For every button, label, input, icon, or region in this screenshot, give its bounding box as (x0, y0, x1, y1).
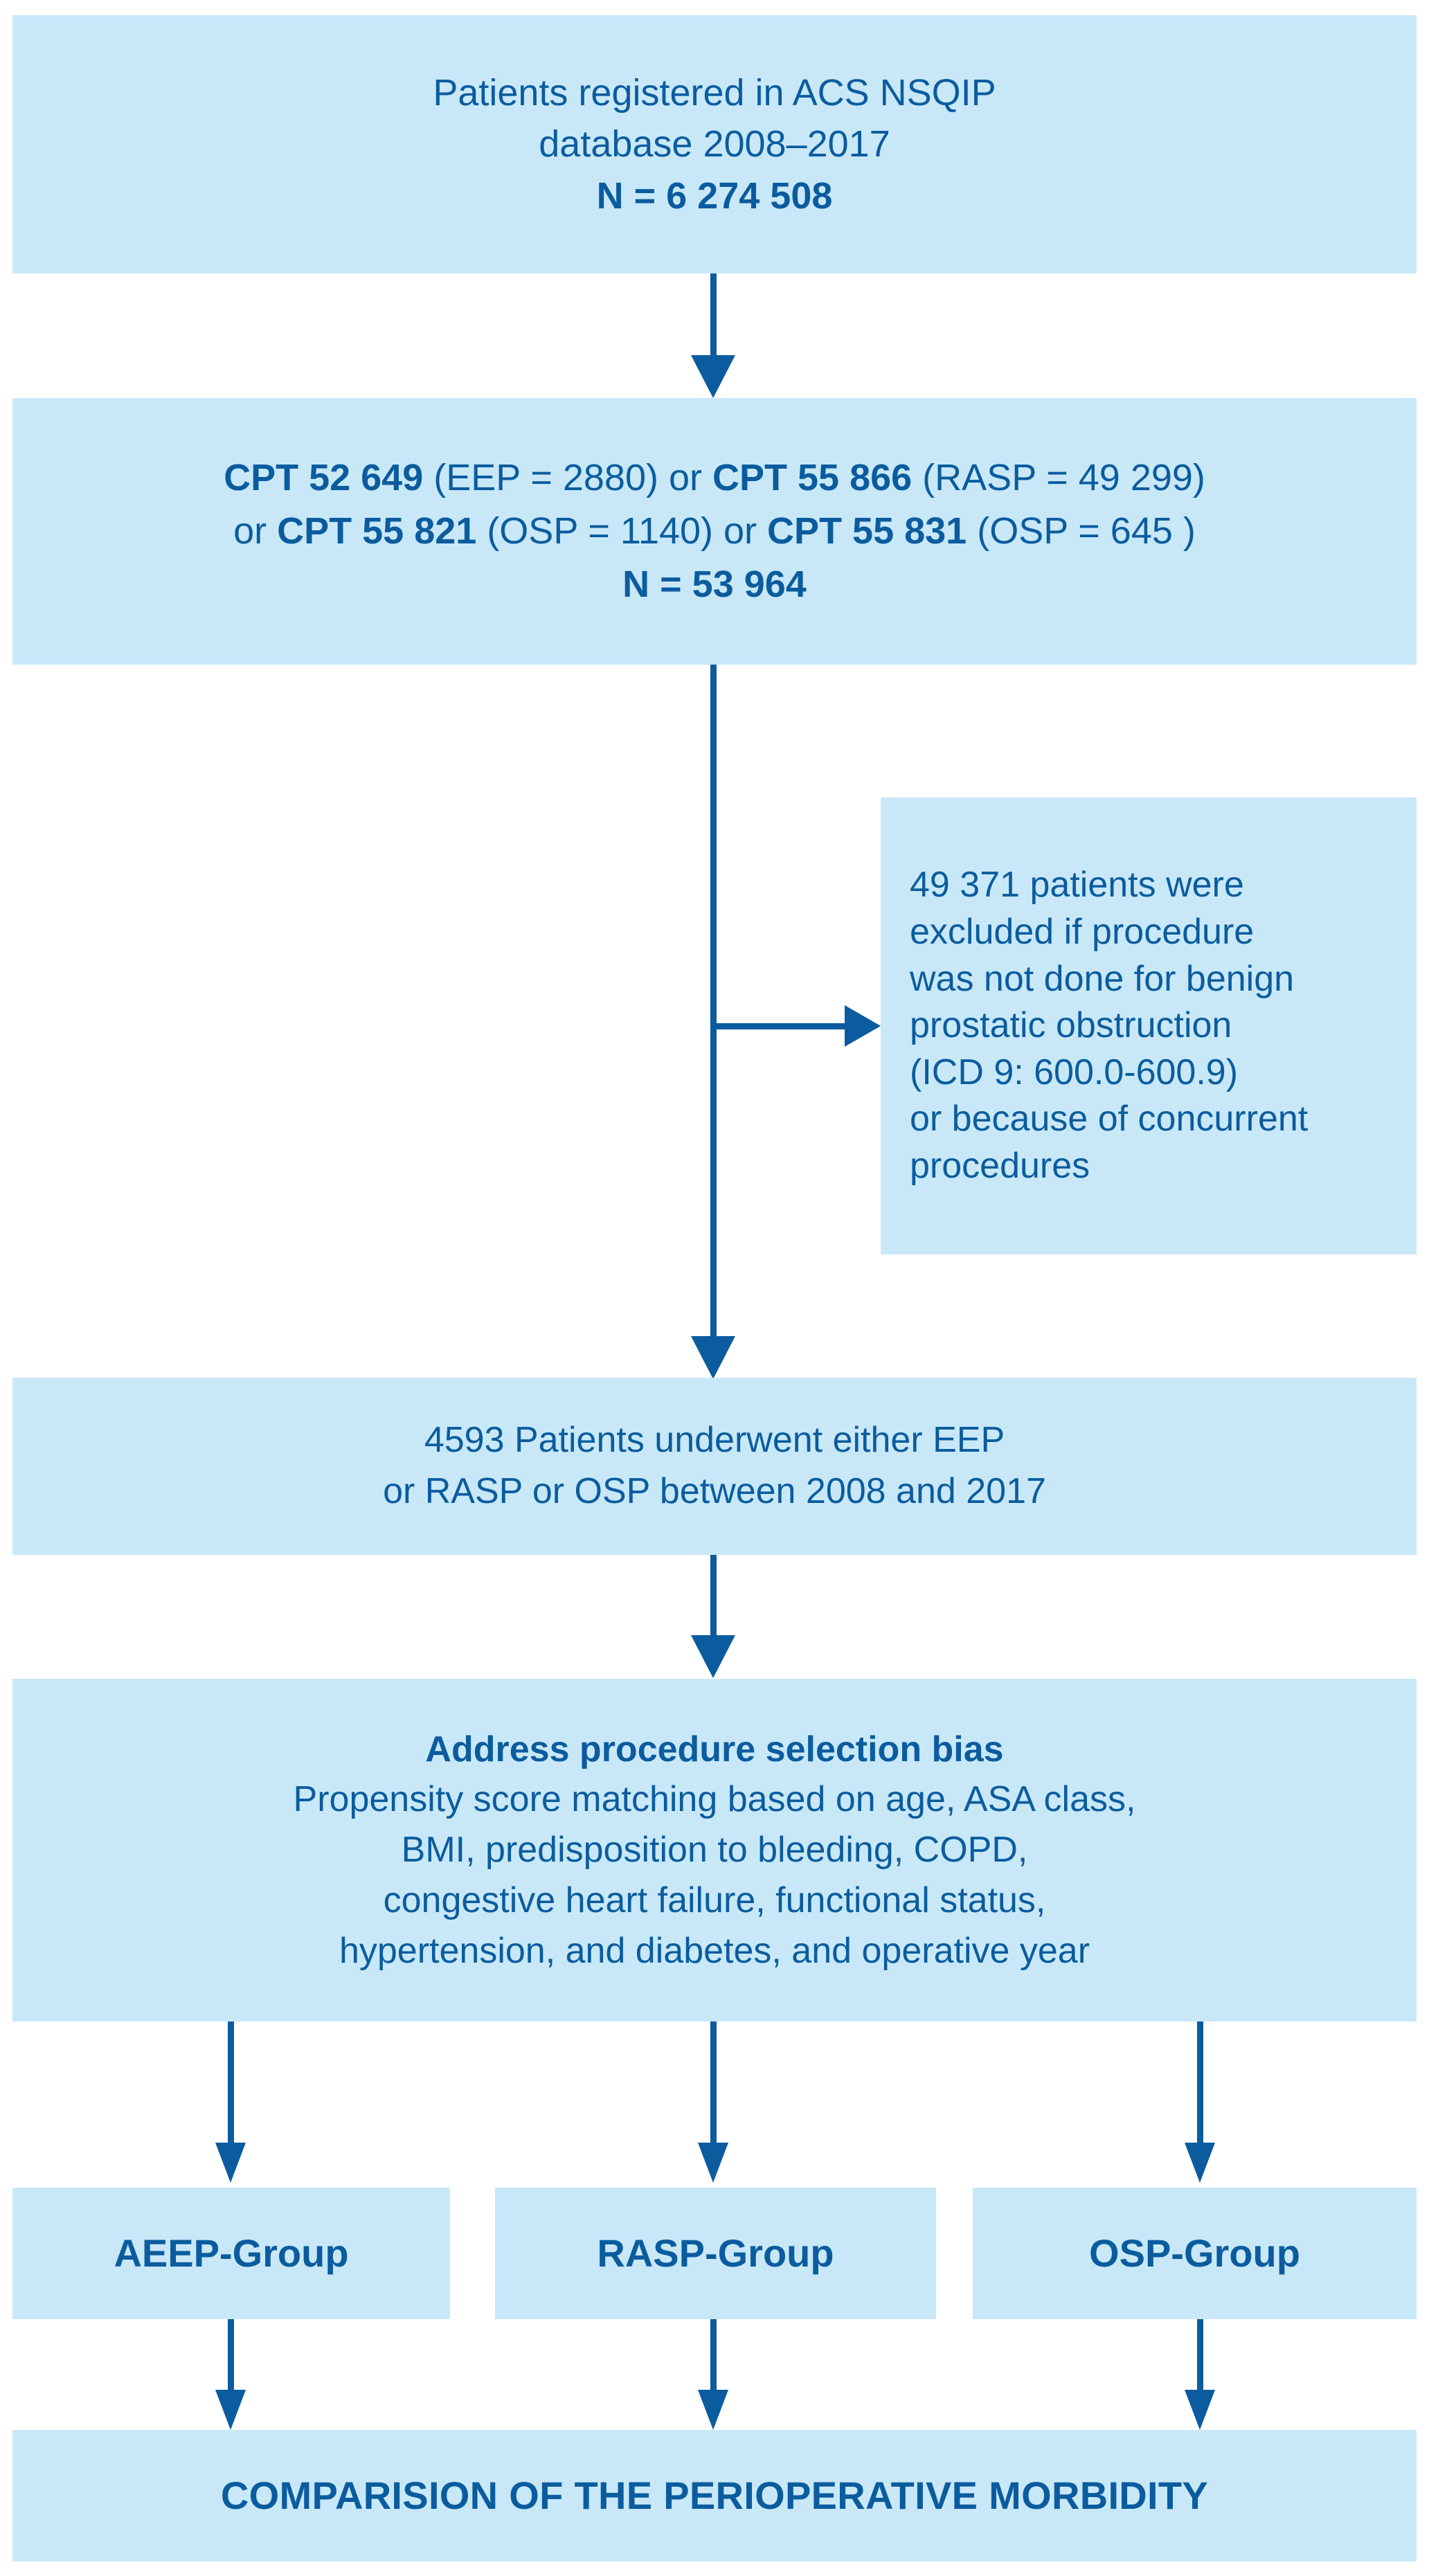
excluded-line-2: excluded if procedure (910, 912, 1255, 953)
bias-line-1: Propensity score matching based on age, … (293, 1779, 1136, 1820)
connector-exclusion-arrowhead (845, 1005, 881, 1047)
excluded-line-7: procedures (910, 1145, 1090, 1186)
node-outcome: COMPARISION OF THE PERIOPERATIVE MORBIDI… (12, 2430, 1417, 2561)
bias-line-3: congestive heart failure, functional sta… (383, 1880, 1046, 1920)
node-registry: Patients registered in ACS NSQIP databas… (12, 15, 1417, 273)
cpt-code-55821: CPT 55 821 (277, 510, 477, 552)
node-group-aeep: AEEP-Group (12, 2188, 450, 2319)
cpt-eep-count: (EEP = 2880) or (423, 457, 712, 499)
connector-rasp-to-outcome-arrowhead (698, 2390, 728, 2430)
outcome-label: COMPARISION OF THE PERIOPERATIVE MORBIDI… (220, 2473, 1209, 2517)
connector-cohort-to-bias-line (710, 1555, 717, 1638)
cpt-code-55831: CPT 55 831 (767, 510, 967, 552)
cpt-rasp-count: (RASP = 49 299) (912, 457, 1205, 499)
connector-cohort-to-bias-arrowhead (691, 1635, 735, 1678)
connector-registry-to-cpt-line (710, 273, 717, 358)
excluded-line-1: 49 371 patients were (910, 865, 1244, 906)
node-cpt-codes: CPT 52 649 (EEP = 2880) or CPT 55 866 (R… (12, 398, 1417, 665)
cpt-total-n: N = 53 964 (622, 563, 807, 605)
connector-registry-to-cpt-arrowhead (691, 355, 735, 398)
cohort-line-1: 4593 Patients underwent either EEP (424, 1420, 1005, 1461)
bias-heading: Address procedure selection bias (425, 1729, 1004, 1769)
connector-bias-to-aeep-arrowhead (215, 2143, 246, 2183)
cpt-or-prefix: or (233, 510, 278, 552)
connector-aeep-to-outcome-arrowhead (215, 2390, 246, 2430)
connector-cpt-to-cohort-arrowhead (691, 1336, 735, 1379)
connector-rasp-to-outcome-line (710, 2319, 717, 2395)
excluded-line-4: prostatic obstruction (910, 1005, 1232, 1046)
group-aeep-label: AEEP-Group (114, 2231, 349, 2275)
bias-line-2: BMI, predisposition to bleeding, COPD, (401, 1830, 1028, 1871)
cpt-line-2: or CPT 55 821 (OSP = 1140) or CPT 55 831… (233, 505, 1196, 558)
cpt-line-1: CPT 52 649 (EEP = 2880) or CPT 55 866 (R… (224, 451, 1205, 505)
node-group-rasp: RASP-Group (495, 2188, 936, 2319)
connector-osp-to-outcome-line (1197, 2319, 1203, 2395)
group-osp-label: OSP-Group (1089, 2231, 1300, 2275)
connector-bias-to-osp-line (1197, 2021, 1203, 2146)
node-selection-bias: Address procedure selection bias Propens… (12, 1679, 1417, 2021)
cpt-osp-count-1: (OSP = 1140) or (476, 510, 768, 552)
cpt-code-55866: CPT 55 866 (712, 457, 913, 499)
excluded-line-3: was not done for benign (910, 958, 1295, 999)
cpt-osp-count-2: (OSP = 645 ) (967, 510, 1196, 552)
connector-bias-to-osp-arrowhead (1185, 2143, 1215, 2183)
connector-bias-to-aeep-line (228, 2021, 234, 2146)
bias-line-4: hypertension, and diabetes, and operativ… (339, 1930, 1090, 1971)
connector-exclusion-line (710, 1023, 849, 1029)
connector-bias-to-rasp-line (710, 2021, 717, 2146)
excluded-line-6: or because of concurrent (910, 1099, 1309, 1140)
node-final-cohort: 4593 Patients underwent either EEP or RA… (12, 1378, 1417, 1555)
registry-line-2: database 2008–2017 (539, 123, 890, 165)
connector-bias-to-rasp-arrowhead (698, 2143, 728, 2183)
node-excluded-patients: 49 371 patients were excluded if procedu… (881, 798, 1417, 1254)
connector-osp-to-outcome-arrowhead (1185, 2390, 1215, 2430)
node-group-osp: OSP-Group (973, 2188, 1417, 2319)
connector-aeep-to-outcome-line (228, 2319, 234, 2395)
registry-line-1: Patients registered in ACS NSQIP (433, 71, 996, 114)
cpt-code-52649: CPT 52 649 (224, 457, 424, 499)
group-rasp-label: RASP-Group (597, 2231, 834, 2275)
cohort-line-2: or RASP or OSP between 2008 and 2017 (383, 1471, 1046, 1511)
connector-cpt-to-cohort-line (710, 665, 717, 1362)
registry-total-n: N = 6 274 508 (596, 174, 833, 217)
excluded-line-5: (ICD 9: 600.0-600.9) (910, 1052, 1239, 1092)
